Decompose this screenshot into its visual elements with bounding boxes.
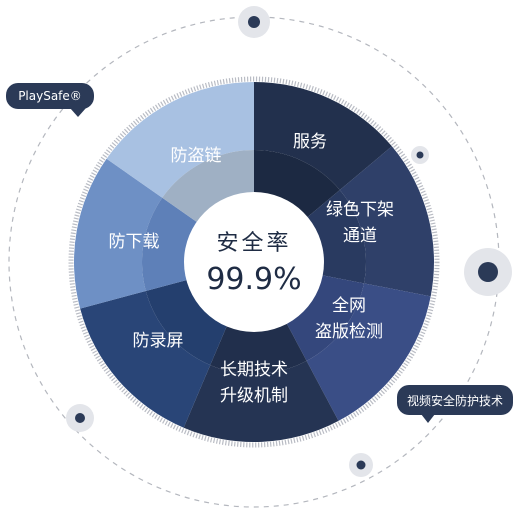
segment-label-3: 长期技术升级机制 — [220, 360, 288, 406]
segment-inner-6 — [162, 150, 254, 223]
segment-inner-3 — [210, 322, 307, 375]
segment-outer-3 — [183, 360, 339, 442]
segment-label-line: 绿色下架 — [326, 200, 394, 220]
segment-inner-1 — [306, 190, 366, 284]
segment-label-line: 通道 — [343, 226, 377, 246]
segment-label-line: 长期技术 — [220, 360, 288, 380]
segment-outer-5 — [74, 158, 163, 309]
segment-label-2: 全网盗版检测 — [315, 296, 383, 342]
segment-label-line: 全网 — [332, 296, 366, 316]
orbit-dot-right-small — [411, 146, 429, 164]
segment-label-5: 防下载 — [109, 232, 160, 252]
segment-outer-1 — [339, 146, 434, 297]
segment-label-0: 服务 — [293, 132, 327, 152]
playsafe-label: PlaySafe® — [18, 89, 82, 103]
segment-label-1: 绿色下架通道 — [326, 200, 394, 246]
playsafe-bubble: PlaySafe® — [6, 83, 94, 117]
segment-outer-4 — [80, 290, 211, 428]
segment-label-line: 防盗链 — [171, 146, 222, 166]
center-value: 99.9% — [206, 262, 301, 297]
center-title: 安全率 — [216, 231, 291, 256]
outer-segment-ring — [74, 82, 434, 442]
segment-outer-2 — [306, 283, 431, 421]
segment-label-line: 升级机制 — [220, 386, 288, 406]
orbit-dot-left — [66, 404, 94, 432]
segment-label-6: 防盗链 — [171, 146, 222, 166]
orbit-dot-top — [238, 6, 270, 38]
video-security-label: 视频安全防护技术 — [406, 393, 503, 408]
center-circle — [184, 192, 324, 332]
video-security-bubble: 视频安全防护技术 — [397, 385, 513, 423]
orbit-dot-right-large — [464, 248, 512, 296]
segment-label-line: 防录屏 — [133, 331, 184, 351]
segment-outer-0 — [254, 82, 392, 191]
segment-label-4: 防录屏 — [133, 331, 184, 351]
segment-label-line: 防下载 — [109, 232, 160, 252]
orbit-dot-bottom — [349, 453, 373, 477]
segment-label-line: 盗版检测 — [315, 322, 383, 342]
inner-segment-ring — [142, 150, 366, 375]
segment-inner-2 — [285, 274, 364, 361]
segment-inner-5 — [142, 197, 199, 291]
segment-label-line: 服务 — [293, 132, 327, 152]
outer-hatch-ring — [68, 76, 440, 448]
segment-outer-6 — [106, 82, 254, 198]
segment-inner-4 — [145, 279, 228, 366]
segment-inner-0 — [254, 150, 340, 219]
